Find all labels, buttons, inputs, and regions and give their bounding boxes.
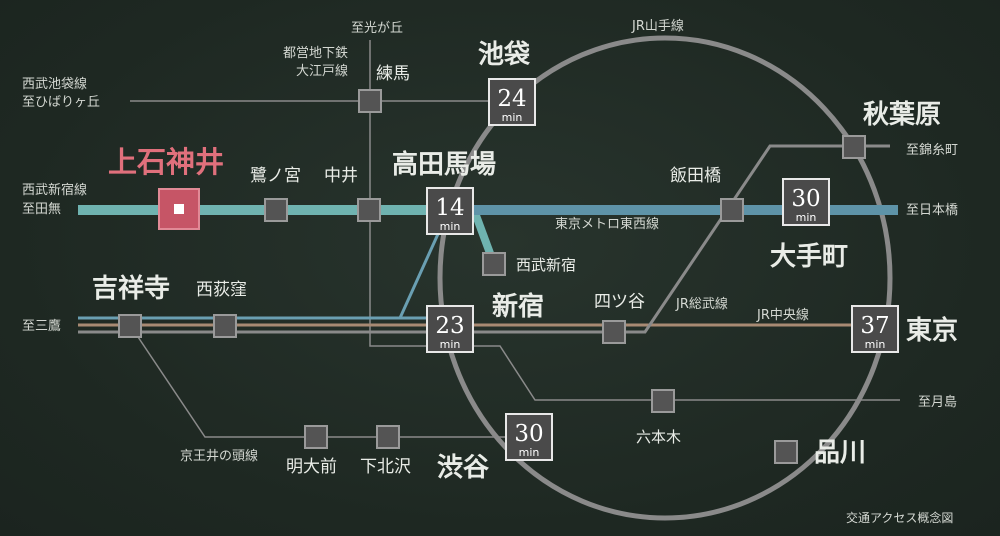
kichijoji-label: 吉祥寺	[92, 274, 171, 304]
oedo-line	[369, 40, 449, 347]
sobu-line-east	[474, 144, 890, 334]
nishiogikubo-label: 西荻窪	[196, 280, 247, 300]
dir-nihonbashi: 至日本橋	[906, 203, 959, 218]
ikebukuro-label: 池袋	[478, 40, 531, 70]
keio-inokashira-label: 京王井の頭線	[180, 449, 259, 464]
seibu-shinjuku-station-marker[interactable]	[482, 252, 506, 276]
connector-line	[398, 233, 440, 319]
tokyo-label: 東京	[906, 316, 959, 346]
dir-seibu-shinjuku-1: 西武新宿線	[22, 183, 88, 198]
shinagawa-label: 品川	[814, 438, 867, 468]
jr-chuo-label: JR中央線	[757, 308, 809, 323]
takadanobaba-label: 高田馬場	[392, 150, 497, 180]
iidabashi-station-marker[interactable]	[720, 198, 744, 222]
tozai-line-label: 東京メトロ東西線	[555, 217, 660, 232]
dir-seibu-shinjuku-2: 至田無	[22, 202, 62, 217]
saginomiya-station-marker[interactable]	[264, 198, 288, 222]
kamishakujii-station-marker[interactable]	[158, 188, 200, 230]
jr-sobu-label: JR総武線	[676, 297, 728, 312]
dir-tsukishima: 至月島	[918, 395, 958, 410]
jr-yamanote-label: JR山手線	[632, 19, 684, 34]
nerima-station-marker[interactable]	[358, 89, 382, 113]
yotsuya-label: 四ツ谷	[594, 292, 645, 312]
nakai-label: 中井	[324, 166, 358, 186]
oedo-line-south	[474, 345, 900, 401]
kamishakujii-station-label: 上石神井	[108, 145, 225, 179]
meidaimae-station-marker[interactable]	[304, 425, 328, 449]
keio-inokashira-line	[129, 324, 530, 438]
roppongi-station-marker[interactable]	[651, 389, 675, 413]
akihabara-label: 秋葉原	[863, 100, 942, 130]
nerima-label: 練馬	[376, 64, 410, 84]
dir-mitaka: 至三鷹	[22, 319, 62, 334]
shimokitazawa-label: 下北沢	[360, 457, 411, 477]
shimokitazawa-station-marker[interactable]	[376, 425, 400, 449]
saginomiya-label: 鷺ノ宮	[250, 166, 301, 186]
shinagawa-station-marker[interactable]	[774, 440, 798, 464]
oedo-label-2: 大江戸線	[296, 64, 349, 79]
map-caption: 交通アクセス概念図	[846, 511, 954, 525]
akihabara-station-marker[interactable]	[842, 135, 866, 159]
dir-kinshicho: 至錦糸町	[906, 143, 959, 158]
dir-seibu-ikebukuro-1: 西武池袋線	[22, 77, 88, 92]
otemachi-label: 大手町	[770, 242, 849, 272]
dir-hikarigaoka: 至光が丘	[351, 21, 404, 36]
yamanote-loop-line	[437, 35, 893, 521]
nishiogikubo-station-marker[interactable]	[213, 314, 237, 338]
dir-seibu-ikebukuro-2: 至ひばりヶ丘	[22, 95, 101, 110]
roppongi-label: 六本木	[636, 428, 682, 446]
yotsuya-station-marker[interactable]	[602, 320, 626, 344]
seibu-shinjuku-label: 西武新宿	[516, 256, 577, 274]
meidaimae-label: 明大前	[286, 457, 337, 477]
shinjuku-label: 新宿	[492, 292, 545, 322]
kichijoji-station-marker[interactable]	[118, 314, 142, 338]
nakai-station-marker[interactable]	[357, 198, 381, 222]
shibuya-label: 渋谷	[437, 453, 490, 483]
iidabashi-label: 飯田橋	[670, 166, 721, 186]
oedo-label-1: 都営地下鉄	[283, 46, 349, 61]
